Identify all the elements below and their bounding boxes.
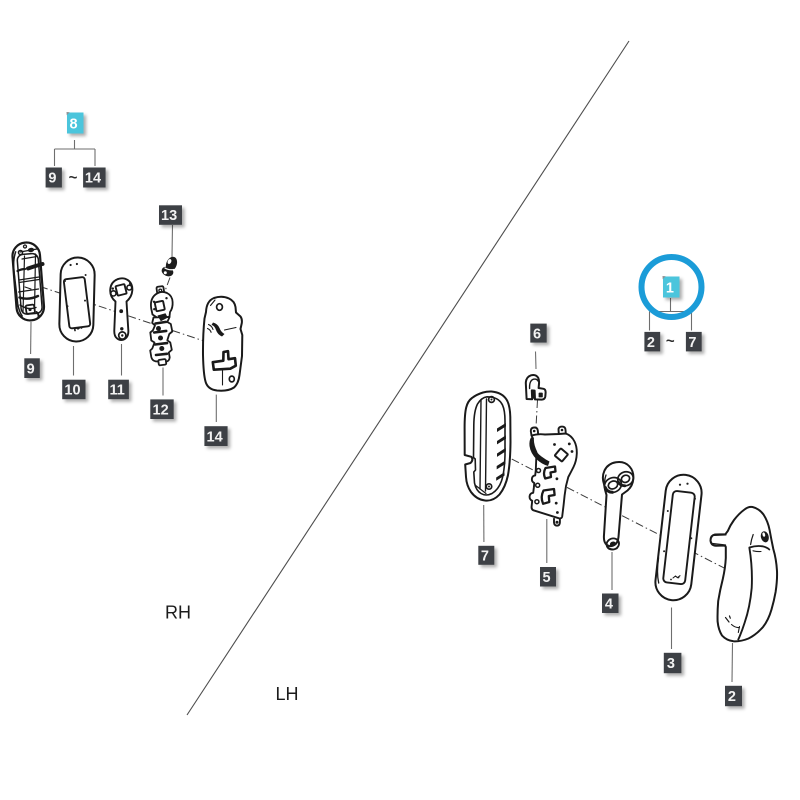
svg-text:12: 12 bbox=[153, 402, 169, 418]
svg-text:1: 1 bbox=[666, 280, 674, 296]
svg-text:2: 2 bbox=[647, 335, 655, 351]
svg-text:4: 4 bbox=[605, 596, 613, 612]
svg-text:5: 5 bbox=[543, 570, 551, 586]
svg-text:8: 8 bbox=[70, 116, 78, 132]
svg-text:7: 7 bbox=[481, 549, 489, 565]
svg-text:LH: LH bbox=[275, 684, 298, 704]
svg-text:9: 9 bbox=[48, 171, 56, 187]
svg-text:6: 6 bbox=[533, 326, 541, 342]
svg-text:~: ~ bbox=[666, 333, 675, 350]
svg-text:RH: RH bbox=[165, 603, 191, 623]
svg-text:9: 9 bbox=[27, 361, 35, 377]
svg-text:13: 13 bbox=[161, 208, 177, 224]
svg-text:10: 10 bbox=[64, 383, 80, 399]
svg-text:14: 14 bbox=[207, 429, 223, 445]
svg-text:7: 7 bbox=[688, 335, 696, 351]
svg-text:14: 14 bbox=[85, 171, 101, 187]
svg-text:~: ~ bbox=[69, 170, 78, 187]
svg-text:11: 11 bbox=[110, 383, 125, 399]
svg-text:2: 2 bbox=[728, 689, 736, 705]
svg-text:3: 3 bbox=[667, 656, 675, 672]
